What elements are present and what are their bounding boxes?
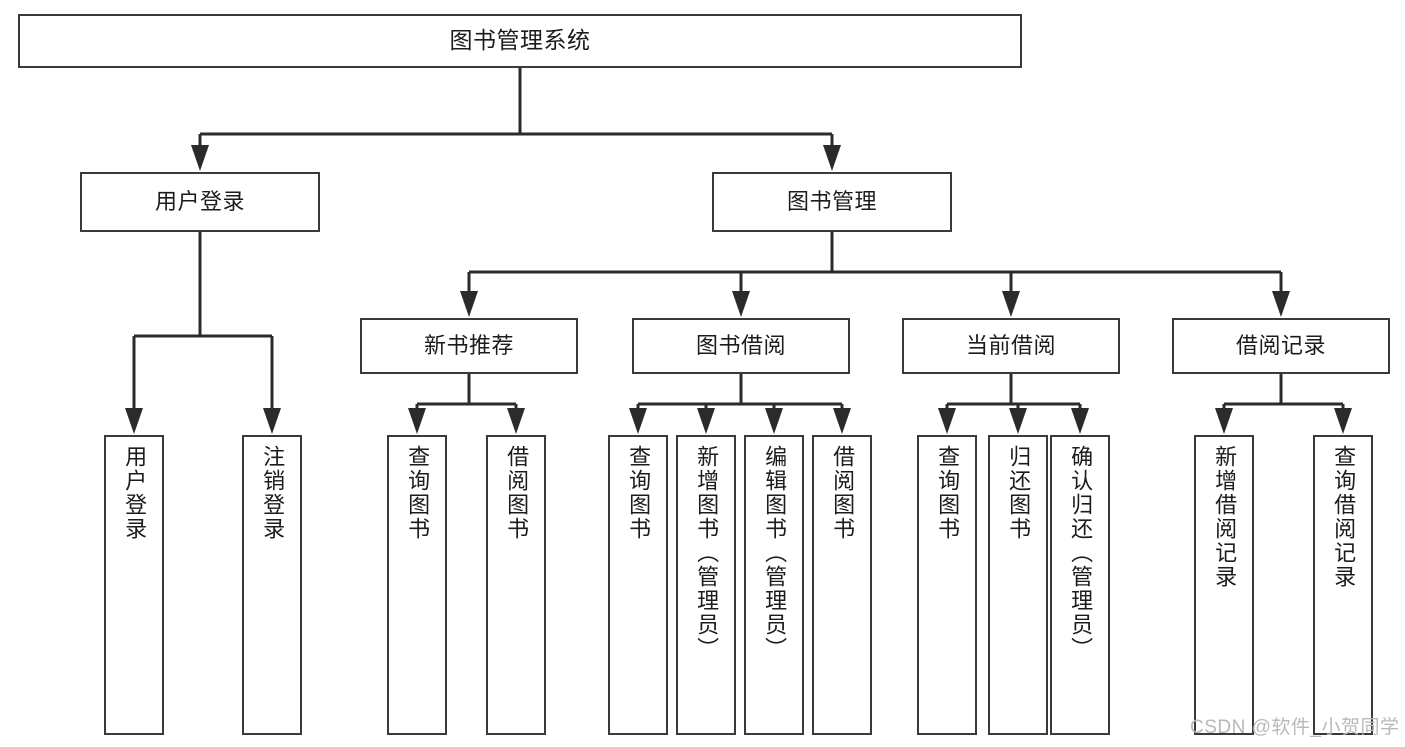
node-label: 归还图书 xyxy=(1006,445,1032,541)
node-book-manage[interactable]: 图书管理 xyxy=(712,172,952,232)
node-leaf-query-book-rec[interactable]: 查询图书 xyxy=(387,435,447,735)
node-leaf-user-logout[interactable]: 注销登录 xyxy=(242,435,302,735)
node-label: 新增借阅记录 xyxy=(1212,445,1238,589)
node-label: 图书借阅 xyxy=(695,332,786,358)
node-label: 借阅图书 xyxy=(830,445,856,541)
node-new-book-recommend[interactable]: 新书推荐 xyxy=(360,318,578,374)
node-label: 查询图书 xyxy=(405,445,431,541)
node-leaf-edit-book-admin[interactable]: 编辑图书（管理员） xyxy=(744,435,804,735)
node-label: 用户登录 xyxy=(122,445,148,541)
node-label: 借阅图书 xyxy=(504,445,530,541)
node-label: 查询图书 xyxy=(935,445,961,541)
node-user-login[interactable]: 用户登录 xyxy=(80,172,320,232)
conn-recommend-leaves xyxy=(408,374,525,434)
node-leaf-add-book-admin[interactable]: 新增图书（管理员） xyxy=(676,435,736,735)
node-leaf-query-borrow-record[interactable]: 查询借阅记录 xyxy=(1313,435,1373,735)
node-label: 注销登录 xyxy=(260,445,286,541)
node-leaf-query-book-bor[interactable]: 查询图书 xyxy=(608,435,668,735)
node-borrow-record[interactable]: 借阅记录 xyxy=(1172,318,1390,374)
node-leaf-add-borrow-record[interactable]: 新增借阅记录 xyxy=(1194,435,1254,735)
node-label: 新增图书（管理员） xyxy=(694,445,720,661)
node-leaf-return-book[interactable]: 归还图书 xyxy=(988,435,1048,735)
node-book-borrow[interactable]: 图书借阅 xyxy=(632,318,850,374)
conn-user-login-leaves xyxy=(125,232,281,434)
node-label: 用户登录 xyxy=(154,188,245,214)
node-label: 编辑图书（管理员） xyxy=(762,445,788,661)
node-label: 图书管理 xyxy=(786,188,877,214)
node-label: 新书推荐 xyxy=(423,332,514,358)
node-label: 确认归还（管理员） xyxy=(1068,445,1094,661)
node-label: 图书管理系统 xyxy=(449,27,591,54)
node-label: 查询借阅记录 xyxy=(1331,445,1357,589)
node-leaf-confirm-return-admin[interactable]: 确认归还（管理员） xyxy=(1050,435,1110,735)
node-root[interactable]: 图书管理系统 xyxy=(18,14,1022,68)
node-label: 当前借阅 xyxy=(965,332,1056,358)
node-leaf-query-book-cur[interactable]: 查询图书 xyxy=(917,435,977,735)
node-label: 查询图书 xyxy=(626,445,652,541)
conn-borrow-leaves xyxy=(629,374,851,434)
node-leaf-user-login[interactable]: 用户登录 xyxy=(104,435,164,735)
conn-book-manage-level3 xyxy=(460,232,1290,317)
conn-root-level2 xyxy=(191,68,841,171)
node-label: 借阅记录 xyxy=(1235,332,1326,358)
node-current-borrow[interactable]: 当前借阅 xyxy=(902,318,1120,374)
conn-current-leaves xyxy=(938,374,1089,434)
node-leaf-borrow-book-rec[interactable]: 借阅图书 xyxy=(486,435,546,735)
node-leaf-borrow-book-bor[interactable]: 借阅图书 xyxy=(812,435,872,735)
conn-record-leaves xyxy=(1215,374,1352,434)
